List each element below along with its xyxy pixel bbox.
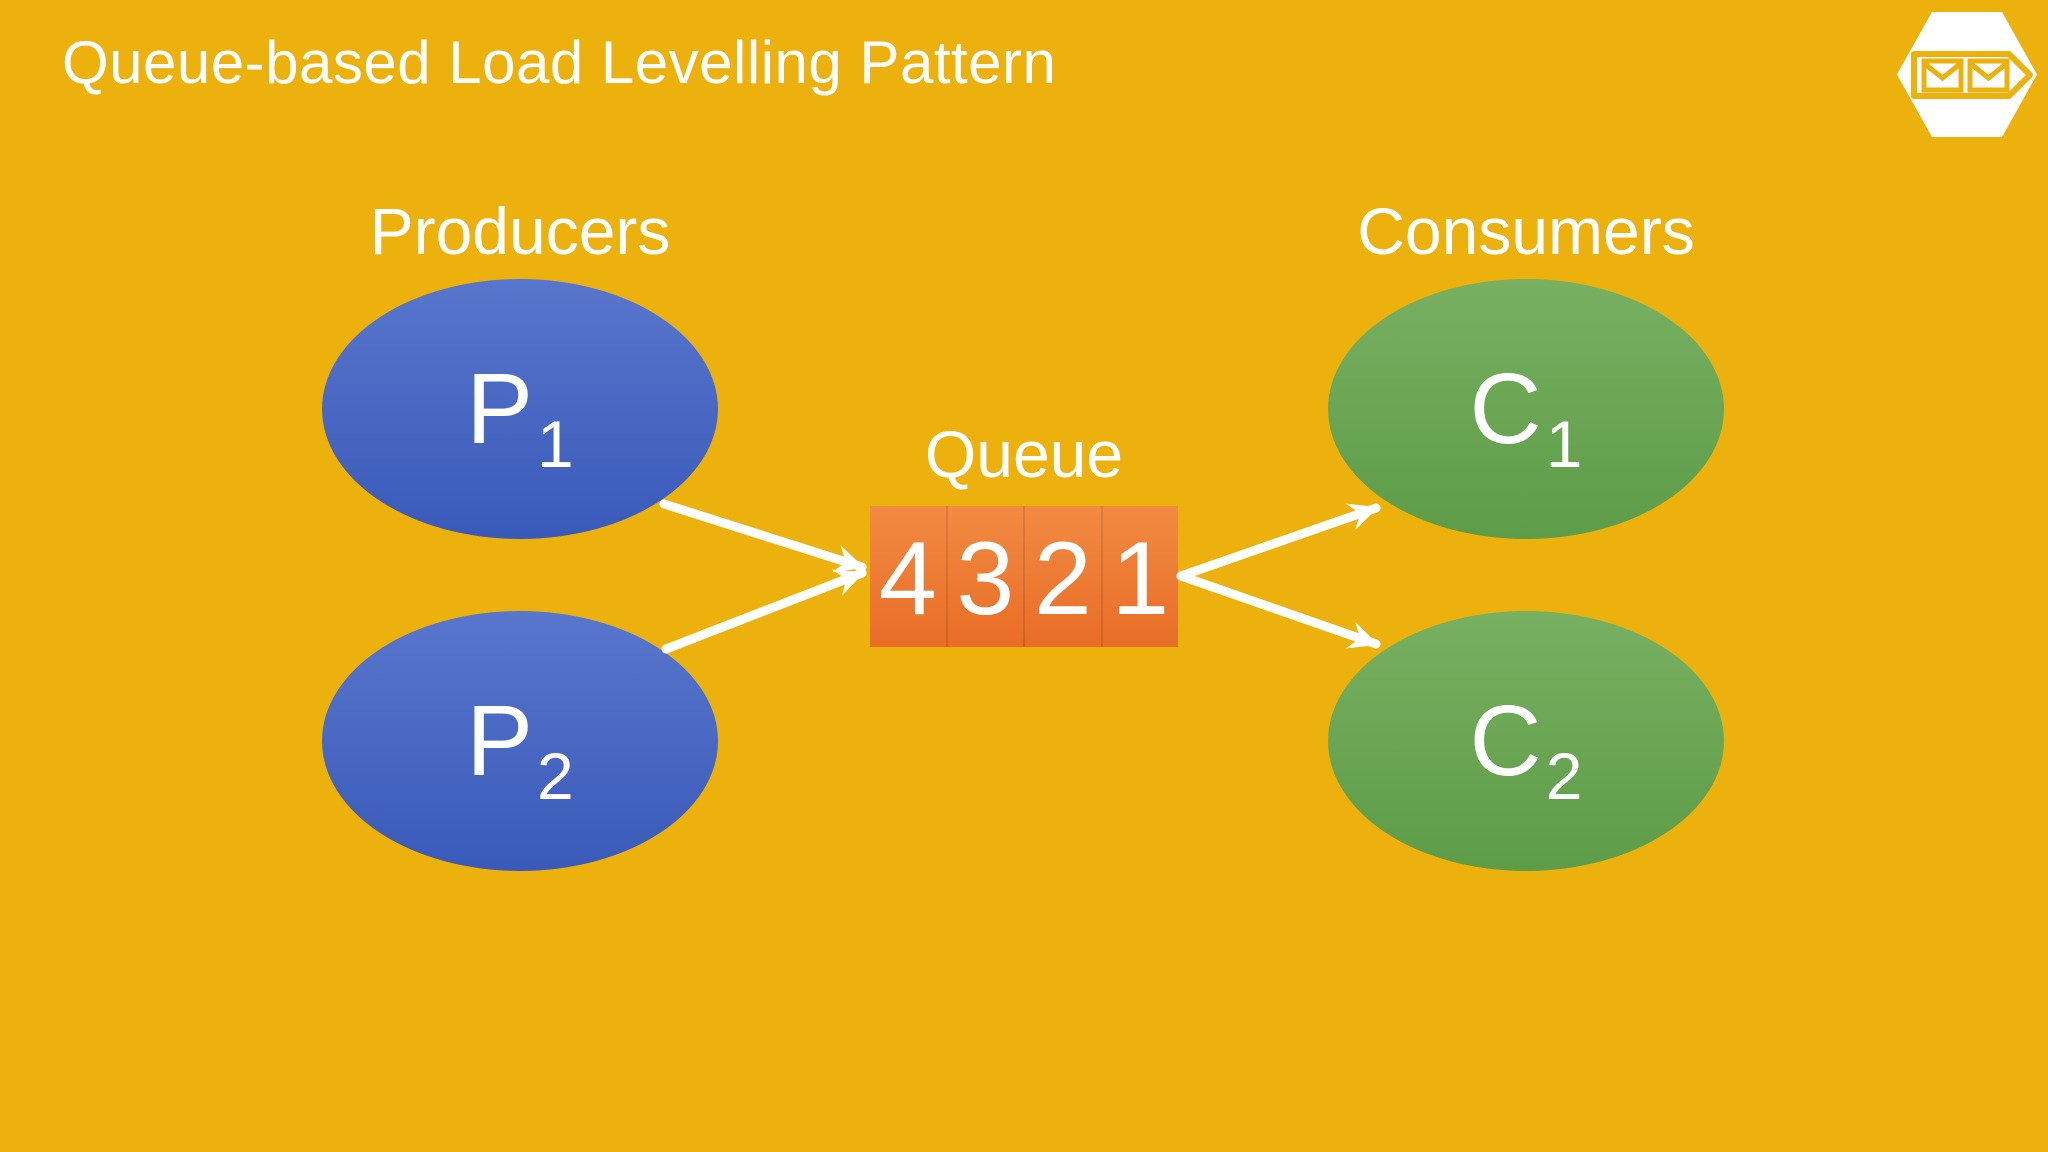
queue-box: 4 3 2 1 xyxy=(870,506,1178,647)
node-letter: C xyxy=(1469,353,1542,465)
arrow-p1-to-queue xyxy=(659,499,867,573)
consumers-label: Consumers xyxy=(1357,194,1695,268)
producers-label: Producers xyxy=(369,194,671,268)
queue-outline xyxy=(1911,51,2033,99)
queue-item-4: 4 xyxy=(878,521,937,637)
arrow-p2-to-queue xyxy=(661,568,867,654)
node-subscript: 1 xyxy=(536,406,574,481)
envelope-1-flap xyxy=(1923,62,1962,82)
hexagon-shape xyxy=(1897,12,2037,137)
envelope-2-flap xyxy=(1969,62,2008,82)
queue-label: Queue xyxy=(924,417,1124,491)
page-title: Queue-based Load Levelling Pattern xyxy=(62,29,1057,96)
arrow-queue-to-c2 xyxy=(1176,571,1381,649)
queue-item-2: 2 xyxy=(1023,506,1101,647)
queue-item-3: 3 xyxy=(945,506,1024,647)
queue-item-1: 1 xyxy=(1100,506,1179,647)
arrow-queue-to-c1 xyxy=(1176,503,1381,581)
node-subscript: 1 xyxy=(1545,406,1583,481)
message-queue-icon xyxy=(1897,12,2037,137)
node-letter: P xyxy=(466,685,533,797)
node-letter: P xyxy=(466,353,533,465)
node-letter: C xyxy=(1469,685,1542,797)
node-subscript: 2 xyxy=(1545,738,1583,813)
node-subscript: 2 xyxy=(536,738,574,813)
